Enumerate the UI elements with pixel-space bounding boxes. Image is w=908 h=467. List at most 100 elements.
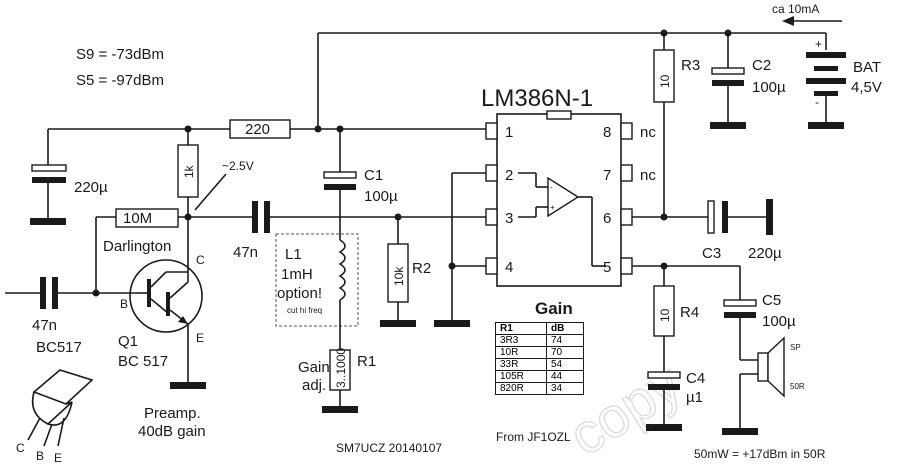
s5-level: S5 = -97dBm	[76, 72, 164, 89]
pin-5: 5	[603, 259, 611, 276]
ic-title: LM386N-1	[481, 85, 593, 112]
r1-adj-1: Gain	[298, 359, 330, 376]
q1-name: Q1	[118, 333, 138, 350]
l1-value: 1mH	[281, 266, 313, 283]
junction-dot	[660, 262, 668, 270]
pin-7: 7	[603, 167, 611, 184]
output-line	[632, 265, 741, 300]
capacitor-220u	[30, 164, 67, 225]
battery-name: BAT	[853, 59, 881, 76]
pin2-pin4-ground	[434, 172, 486, 327]
signal-line	[178, 201, 486, 233]
speaker	[722, 336, 785, 435]
r2-value: 10k	[392, 266, 406, 286]
output-power: 50mW = +17dBm in 50R	[694, 447, 826, 461]
q1-type: BC 517	[118, 353, 168, 370]
junction-dot	[724, 29, 732, 37]
c2-value: 100µ	[752, 79, 786, 96]
gain-cell: 10R	[495, 346, 547, 359]
pin-7-nc: nc	[640, 167, 656, 184]
l1-sub: cut hi freq	[287, 306, 322, 315]
junction-dot	[448, 262, 456, 270]
c47a-value: 47n	[32, 317, 57, 334]
l1-option-box	[275, 233, 359, 327]
capacitor-c4	[646, 371, 682, 431]
pin-4: 4	[505, 259, 513, 276]
r2-name: R2	[412, 260, 431, 277]
voltage-arrow	[194, 173, 227, 211]
c220-value: 220µ	[74, 179, 108, 196]
current-arrow	[782, 16, 842, 26]
pin-6: 6	[603, 210, 611, 227]
speaker-impedance: 50R	[790, 382, 805, 391]
battery-plus: +	[815, 37, 822, 51]
r1-adj-2: adj.	[302, 377, 326, 394]
r1-name: R1	[357, 353, 376, 370]
resistor-220	[47, 119, 486, 165]
gain-cell: 74	[546, 334, 584, 347]
c47b-value: 47n	[233, 244, 258, 261]
r1-value: 3..1000	[334, 348, 348, 388]
c1-name: C1	[364, 167, 383, 184]
battery	[806, 52, 846, 129]
c4-name: C4	[686, 370, 705, 387]
s9-level: S9 = -73dBm	[76, 46, 164, 63]
pin-8-nc: nc	[640, 124, 656, 141]
gain-cell: 54	[546, 358, 584, 371]
r4-value: 10	[658, 308, 672, 322]
voltage-label: ~2.5V	[222, 159, 254, 173]
current-label: ca 10mA	[772, 2, 819, 16]
l1-name: L1	[285, 246, 302, 263]
r3-value: 10	[658, 74, 672, 88]
inductor-l1	[338, 239, 346, 350]
gain-title: Gain	[535, 299, 573, 318]
preamp-line2: 40dB gain	[138, 423, 206, 440]
junction-dot	[92, 289, 100, 297]
gain-cell: 105R	[495, 370, 547, 383]
c3-value: 220µ	[748, 245, 782, 262]
junction-dot	[660, 213, 668, 221]
r3-name: R3	[681, 57, 700, 74]
junction-dot	[660, 29, 668, 37]
resistor-r3	[653, 49, 675, 217]
gain-cell: 3R3	[495, 334, 547, 347]
junction-dot	[314, 125, 322, 133]
speaker-label: SP	[790, 343, 801, 352]
capacitor-c2	[710, 67, 746, 129]
c3-name: C3	[702, 245, 721, 262]
r220-value: 220	[245, 121, 270, 138]
junction-dot	[336, 125, 344, 133]
r10m-value: 10M	[123, 210, 152, 227]
gain-cell: 820R	[495, 382, 547, 395]
q1-pin-c: C	[196, 253, 205, 267]
gain-cell: 34	[546, 382, 584, 395]
resistor-r4	[653, 285, 675, 372]
ic-lm386	[485, 110, 633, 287]
c2-name: C2	[752, 57, 771, 74]
q1-pin-e: E	[196, 331, 204, 345]
bc517-name: BC517	[36, 339, 82, 356]
gain-header-r1: R1	[495, 322, 547, 335]
gain-table-header: R1 dB	[495, 322, 584, 335]
r4-name: R4	[680, 304, 699, 321]
q1-pin-b: B	[120, 297, 128, 311]
bc517-pin-c: C	[16, 441, 25, 455]
resistor-r2	[380, 217, 416, 327]
input-stage	[5, 277, 136, 309]
bc517-package	[27, 369, 94, 447]
c4-value: µ1	[686, 389, 703, 406]
preamp-line1: Preamp.	[144, 405, 201, 422]
gain-header-db: dB	[546, 322, 584, 335]
gain-source: From JF1OZL	[496, 430, 571, 444]
capacitor-c3	[632, 199, 773, 235]
c1-value: 100µ	[364, 188, 398, 205]
bc517-pin-e: E	[54, 451, 62, 465]
opamp-minus: -	[550, 183, 553, 192]
pin-3: 3	[505, 210, 513, 227]
